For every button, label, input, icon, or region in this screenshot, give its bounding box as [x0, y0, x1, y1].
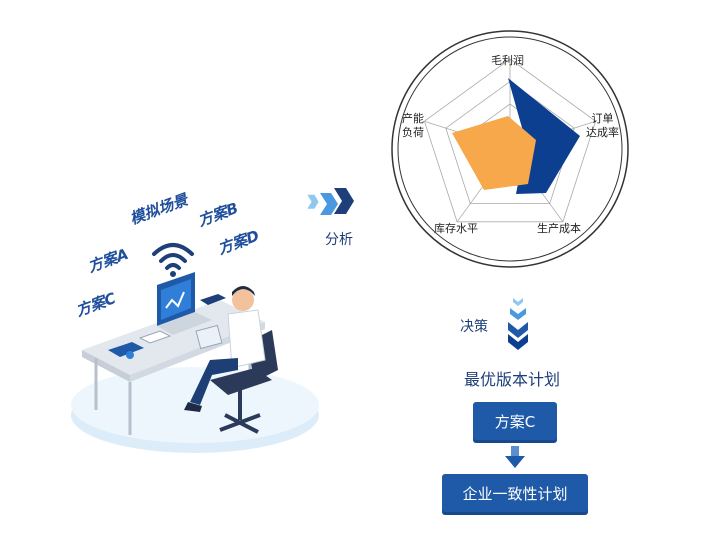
radar-axis-production-cost: 生产成本: [537, 222, 581, 235]
analysis-arrows-icon: [307, 188, 354, 215]
final-plan-box: 企业一致性计划: [442, 474, 588, 512]
radar-inner-ring: [397, 36, 623, 262]
simulation-scene-label: 模拟场景: [127, 190, 191, 229]
radar-series-orange: [452, 116, 536, 190]
radar-outer-ring: [391, 30, 629, 268]
desk-front: [82, 350, 130, 382]
radar-grid-ring-1: [445, 81, 575, 205]
chair-seat: [210, 368, 272, 395]
decision-arrows-icon: [508, 298, 528, 350]
radar-axis-order-rate: 订单 达成率: [586, 112, 619, 139]
laptop-keyboard: [157, 312, 212, 335]
person-tablet: [195, 324, 223, 350]
radar-grid-ring-0: [423, 58, 597, 223]
down-arrow-icon: [505, 446, 525, 468]
radar-axis-capacity-load: 产能 负荷: [402, 112, 424, 139]
person-torso: [227, 309, 266, 369]
wifi-icon: [152, 243, 194, 277]
chart-line-icon: [165, 291, 185, 309]
tablet: [108, 342, 144, 357]
optimal-plan-title: 最优版本计划: [464, 370, 561, 389]
radar-axis-inventory: 库存水平: [434, 222, 478, 235]
person-legs: [190, 358, 238, 405]
phone: [200, 294, 226, 305]
decision-label: 决策: [460, 319, 488, 335]
person-head: [232, 289, 254, 311]
chosen-plan-box: 方案C: [473, 402, 557, 440]
radar-chart: [391, 30, 629, 268]
analysis-label: 分析: [325, 232, 353, 248]
office-illustration: [71, 272, 319, 453]
plan-b-label: 方案B: [195, 198, 241, 231]
radar-axis-gross-profit: 毛利润: [491, 54, 524, 67]
